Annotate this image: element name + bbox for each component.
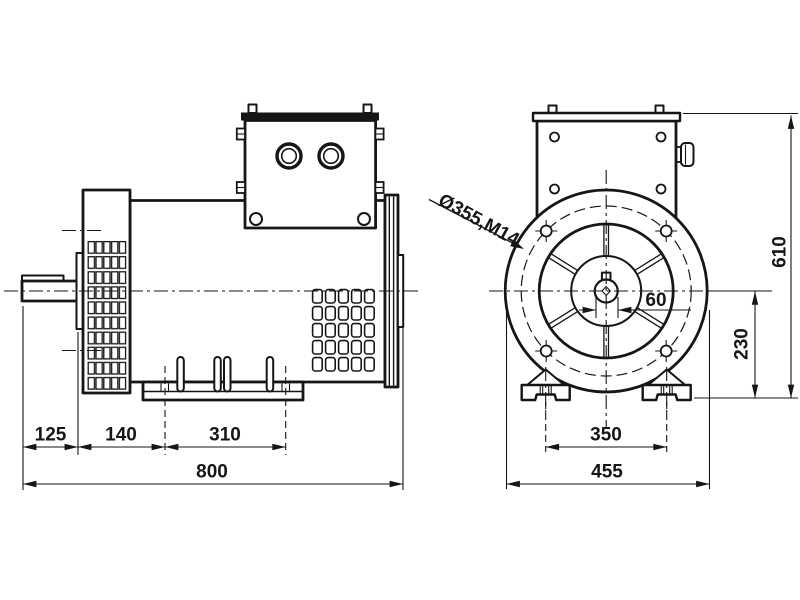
dim-label: 610	[770, 236, 791, 268]
leader-arrowhead	[510, 239, 524, 249]
box-screw-hole	[357, 212, 371, 226]
terminal-box-body	[243, 119, 378, 230]
dim-label: 125	[35, 425, 67, 446]
box-side-bolts	[235, 127, 385, 194]
dim-shaft-center-height: 230	[732, 291, 759, 399]
dim-shaft-length: 125	[22, 425, 79, 451]
side-louvre-grille	[311, 288, 376, 373]
terminal-box-lid	[241, 112, 379, 121]
terminal-box-side	[235, 103, 385, 230]
lid-bolt-icon	[362, 103, 373, 114]
dim-label: 230	[732, 328, 753, 360]
foot-studs	[176, 356, 275, 393]
dim-label: 140	[105, 425, 137, 446]
box-screw-hole	[655, 131, 667, 143]
dimensions: 125 140 310 800 350 455 60	[22, 112, 798, 490]
dim-foot-spacing-front: 350	[545, 425, 667, 451]
dim-label: 455	[591, 462, 623, 483]
dim-shaft-diameter: 60	[579, 290, 691, 318]
box-screw-hole	[549, 183, 560, 195]
terminal-box-lid	[531, 111, 682, 123]
dim-overall-height: 610	[770, 115, 795, 399]
dim-label: 60	[645, 290, 666, 311]
dim-label: 800	[196, 462, 228, 483]
side-view	[4, 103, 420, 402]
flange-callout: Ø355,M14	[428, 190, 524, 251]
grille-mesh	[87, 240, 127, 391]
dim-foot-hole-spacing: 310	[164, 425, 286, 451]
dim-overall-width: 455	[506, 462, 710, 488]
dim-overall-length: 800	[22, 462, 404, 488]
front-view	[489, 104, 772, 428]
box-screw-hole	[249, 212, 263, 226]
lid-bolt-icon	[247, 103, 258, 114]
dim-label: 310	[209, 425, 241, 446]
flange-spec-label: Ø355,M14	[435, 190, 523, 251]
dim-shaft-to-foot: 140	[77, 425, 166, 451]
box-screw-hole	[655, 183, 667, 195]
dim-label: 350	[590, 425, 622, 446]
box-screw-hole	[549, 131, 560, 143]
